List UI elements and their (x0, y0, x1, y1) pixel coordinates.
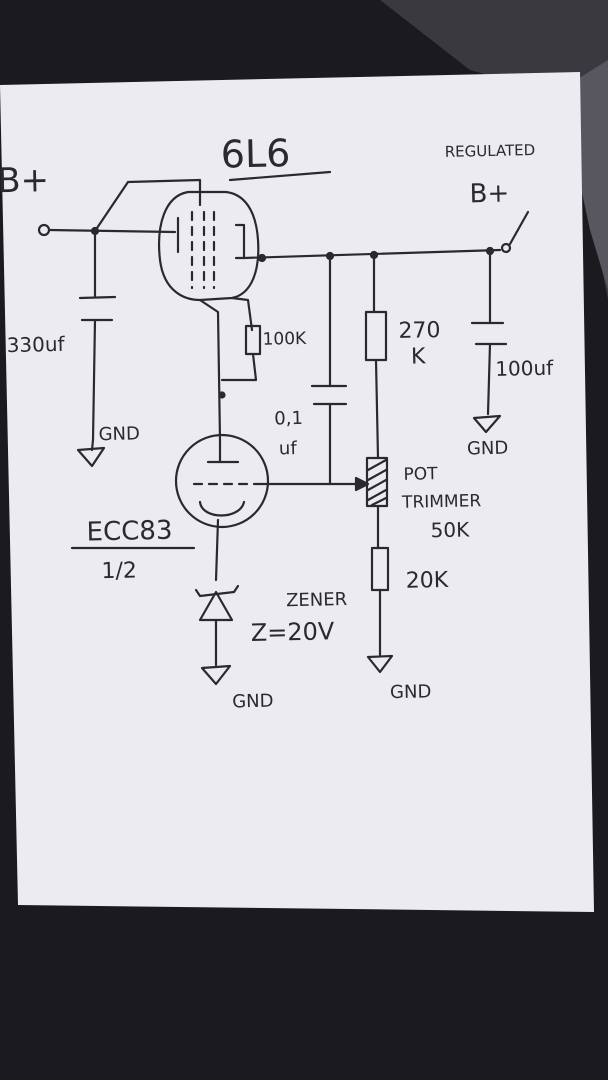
label-cap-uf: uf (279, 438, 298, 459)
label-cap-100uf: 100uf (495, 356, 554, 381)
label-pot: POT (403, 464, 438, 485)
label-res-20k: 20K (405, 568, 449, 594)
label-zener: ZENER (286, 589, 347, 611)
label-gnd-right: GND (467, 438, 509, 460)
label-regulated-bplus: B+ (469, 179, 509, 210)
paper-sheet (0, 72, 594, 912)
label-bplus: B+ (0, 160, 49, 201)
tube-6l6-envelope (158, 190, 260, 302)
label-regulated: REGULATED (445, 141, 536, 161)
gnd-right-symbol (472, 414, 502, 434)
label-tube-half: 1/2 (101, 558, 137, 584)
gnd-zener-symbol (200, 664, 232, 686)
cap-left-plate-top (78, 295, 117, 300)
label-cap-01: 0,1 (274, 408, 303, 430)
gnd-pot-symbol (366, 654, 394, 674)
schematic (37, 170, 530, 686)
tube-ecc83-envelope (174, 433, 270, 529)
label-cap-330uf: 330uf (6, 332, 65, 357)
labels: 6L6 B+ REGULATED B+ 330uf 100K 270 K 100… (0, 131, 554, 713)
label-pot-trimmer: TRIMMER (401, 491, 482, 513)
pot-wiper-arrow (354, 476, 370, 492)
label-zener-value: Z=20V (250, 617, 335, 647)
label-res-100k: 100K (262, 329, 307, 350)
regulated-terminal (500, 242, 512, 254)
label-tube-6l6: 6L6 (220, 131, 290, 176)
label-gnd-left: GND (98, 423, 140, 445)
label-gnd-pot: GND (390, 681, 432, 703)
label-res-270-k: K (411, 344, 427, 369)
label-gnd-zener: GND (232, 691, 274, 713)
label-pot-50k: 50K (430, 517, 470, 542)
label-res-270: 270 (398, 318, 441, 344)
label-tube-ecc83: ECC83 (86, 516, 172, 548)
